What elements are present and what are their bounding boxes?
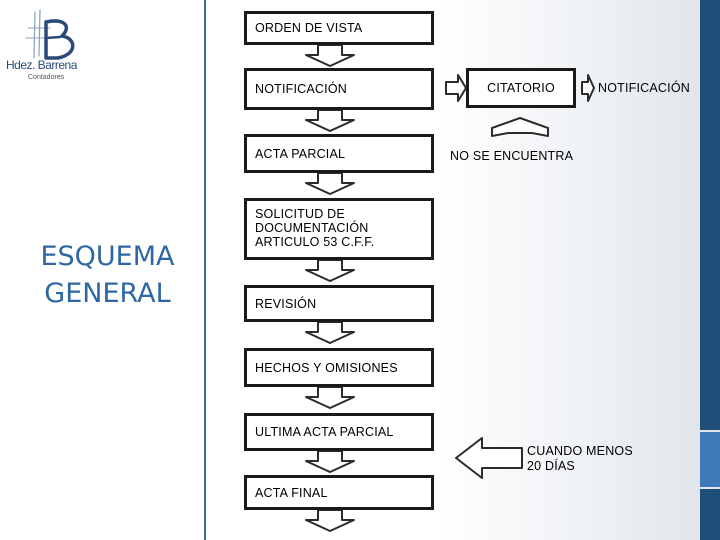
section-title: ESQUEMA GENERAL <box>40 241 175 309</box>
company-logo <box>25 9 75 60</box>
revision-label: REVISIÓN <box>255 296 317 311</box>
right-accent-bar-top <box>700 0 720 430</box>
right-accent-bar-middle <box>700 432 720 487</box>
box-acta-parcial: ACTA PARCIAL <box>244 134 434 173</box>
solicitud-label: SOLICITUD DE DOCUMENTACIÓN ARTICULO 53 C… <box>255 207 375 249</box>
hechos-y-omisiones-label: HECHOS Y OMISIONES <box>255 360 398 375</box>
logo-name: Hdez. Barrena <box>6 58 77 72</box>
ultima-acta-parcial-label: ULTIMA ACTA PARCIAL <box>255 425 394 439</box>
acta-parcial-label: ACTA PARCIAL <box>255 146 346 161</box>
acta-final-label: ACTA FINAL <box>255 485 328 500</box>
box-acta-final: ACTA FINAL <box>244 475 434 510</box>
box-notificacion-2: NOTIFICACIÓN <box>592 68 700 108</box>
notificacion-2-label: NOTIFICACIÓN <box>598 81 690 95</box>
orden-de-vista-label: ORDEN DE VISTA <box>255 21 363 35</box>
logo-subtitle: Contadores <box>28 74 65 81</box>
vertical-divider <box>204 0 206 540</box>
box-citatorio: CITATORIO <box>466 68 576 108</box>
box-no-se-encuentra: NO SE ENCUENTRA <box>444 138 594 174</box>
right-accent-bar-bottom <box>700 489 720 540</box>
box-notificacion: NOTIFICACIÓN <box>244 68 434 110</box>
citatorio-label: CITATORIO <box>487 81 555 95</box>
box-revision: REVISIÓN <box>244 285 434 322</box>
notificacion-label: NOTIFICACIÓN <box>255 82 347 96</box>
cuando-menos-20-dias: CUANDO MENOS 20 DÍAS <box>527 444 633 473</box>
box-orden-de-vista: ORDEN DE VISTA <box>244 11 434 45</box>
box-hechos-y-omisiones: HECHOS Y OMISIONES <box>244 348 434 387</box>
left-panel <box>0 0 205 540</box>
box-ultima-acta-parcial: ULTIMA ACTA PARCIAL <box>244 413 434 451</box>
no-se-encuentra-label: NO SE ENCUENTRA <box>450 149 574 163</box>
box-solicitud-documentacion: SOLICITUD DE DOCUMENTACIÓN ARTICULO 53 C… <box>244 198 434 260</box>
